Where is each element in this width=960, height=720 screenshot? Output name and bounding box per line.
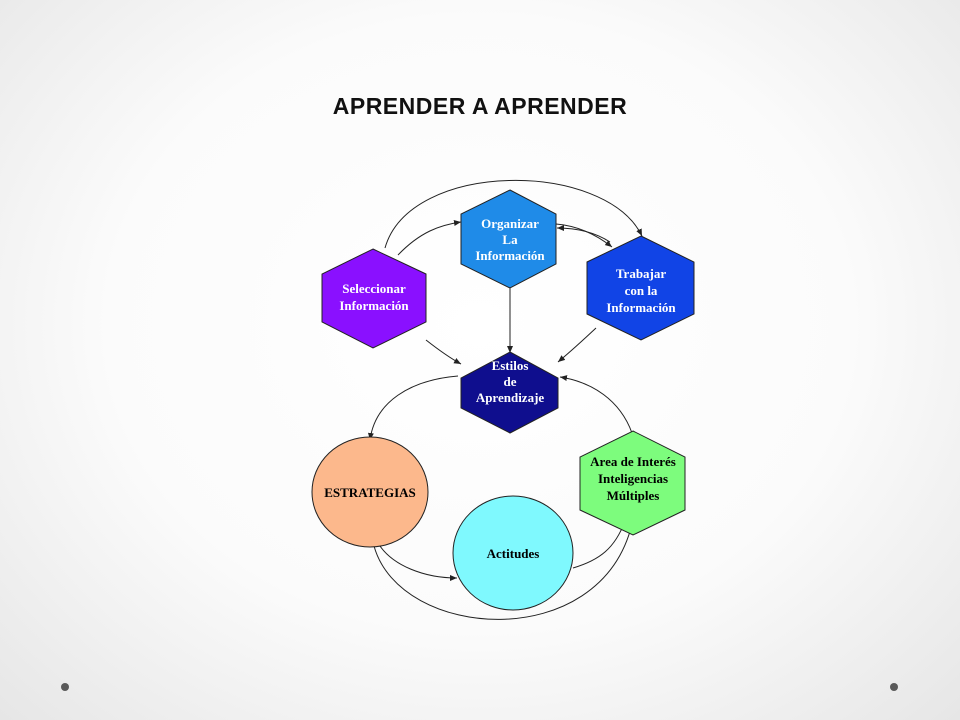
arrow-styles-to-strategies (367, 375, 459, 441)
node-seleccionar-line-1: Seleccionar (342, 281, 406, 296)
node-organizar-line-1: Organizar (481, 216, 539, 231)
node-seleccionar: Seleccionar Información (321, 248, 427, 349)
node-estilos-line-3: Aprendizaje (476, 390, 545, 405)
node-trabajar-line-3: Información (606, 300, 676, 315)
arrow-select-to-styles (425, 339, 462, 365)
node-actitudes-line-1: Actitudes (487, 546, 540, 561)
node-estilos-line-2: de (504, 374, 517, 389)
arrow-organize-to-work (555, 223, 613, 248)
node-estilos: Estilos de Aprendizaje (460, 351, 559, 434)
node-organizar: Organizar La Información (460, 189, 557, 289)
node-trabajar: Trabajar con la Información (586, 235, 695, 341)
node-area: Area de Interés Inteligencias Múltiples (579, 430, 686, 536)
node-area-line-3: Múltiples (607, 488, 660, 503)
slide-title: APRENDER A APRENDER (332, 93, 628, 119)
arrow-strategies-to-attitudes (377, 542, 458, 581)
node-estrategias: ESTRATEGIAS (311, 436, 429, 548)
circle-estrategias (311, 436, 429, 548)
circle-actitudes (452, 495, 574, 611)
node-estrategias-line-1: ESTRATEGIAS (324, 485, 416, 500)
node-area-line-2: Inteligencias (598, 471, 668, 486)
hexagon-organizar (460, 189, 557, 289)
hexagon-trabajar (586, 235, 695, 341)
node-organizar-line-2: La (502, 232, 518, 247)
node-trabajar-line-2: con la (625, 283, 658, 298)
arrow-top-arc (384, 180, 643, 249)
hexagon-estilos (460, 351, 559, 434)
node-seleccionar-line-2: Información (339, 298, 409, 313)
node-area-line-1: Area de Interés (590, 454, 676, 469)
arrow-bottom-arc (373, 523, 634, 620)
corner-dot-left (61, 683, 69, 691)
arrow-work-to-organize (556, 225, 611, 243)
hexagon-seleccionar (321, 248, 427, 349)
arrow-select-to-organize (397, 220, 462, 256)
arrow-work-to-styles (557, 327, 597, 363)
node-actitudes: Actitudes (452, 495, 574, 611)
node-organizar-line-3: Información (475, 248, 545, 263)
node-estilos-line-1: Estilos (492, 358, 529, 373)
arrow-area-to-styles (559, 375, 633, 434)
node-trabajar-line-1: Trabajar (616, 266, 667, 281)
hexagon-area (579, 430, 686, 536)
corner-dot-right (890, 683, 898, 691)
